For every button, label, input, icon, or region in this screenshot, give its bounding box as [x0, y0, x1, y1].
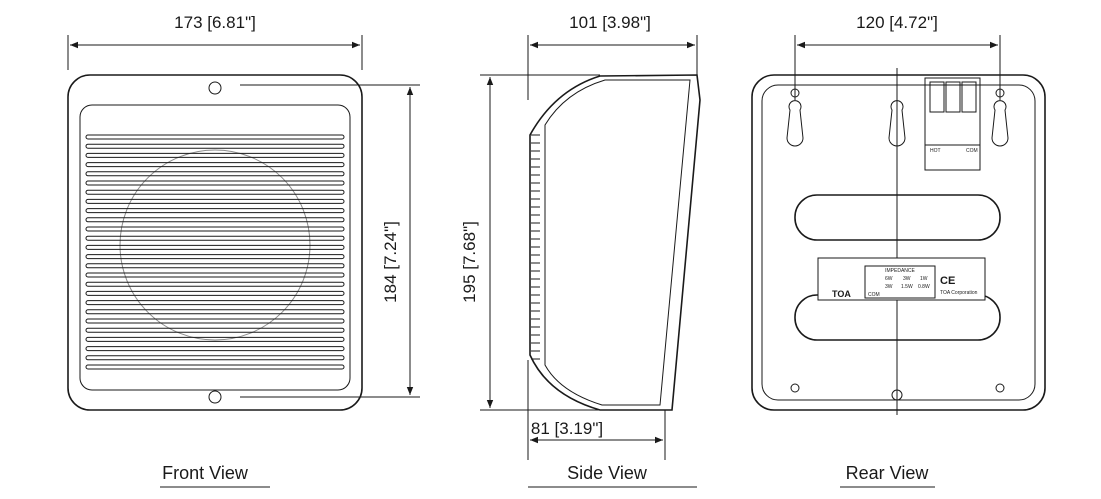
grille-slat: [85, 171, 345, 177]
svg-text:0.8W: 0.8W: [918, 284, 930, 290]
grille-slat: [85, 226, 345, 232]
side-height-dimension: 195 [7.68"]: [460, 221, 479, 303]
side-view-label: Side View: [567, 463, 648, 483]
svg-text:TOA Corporation: TOA Corporation: [940, 290, 978, 296]
grille-slat: [85, 134, 345, 140]
svg-text:1.5W: 1.5W: [901, 284, 913, 290]
grille-slat: [85, 364, 345, 370]
grille-slat: [85, 300, 345, 306]
grille-slat: [85, 281, 345, 287]
grille-slat: [85, 272, 345, 278]
svg-text:1W: 1W: [920, 276, 928, 282]
grille-slat: [85, 346, 345, 352]
side-bottom-depth-dimension: 81 [3.19"]: [531, 419, 603, 438]
mount-hole-bottom: [208, 390, 222, 404]
grille-slat: [85, 143, 345, 149]
grille-slat: [85, 162, 345, 168]
grille-slat: [85, 208, 345, 214]
side-vents: [531, 134, 540, 360]
front-width-dimension: 173 [6.81"]: [174, 13, 256, 32]
grille-slat: [85, 318, 345, 324]
front-view: 173 [6.81"] 184 [7.24"] Front View: [67, 13, 420, 488]
side-housing: [529, 74, 701, 411]
side-view: 101 [3.98"] 195 [7.68"] 81 [3.19"] Side …: [460, 13, 701, 488]
terminal-block: HOT COM: [924, 77, 981, 171]
front-housing: [67, 74, 363, 411]
keyholes: [786, 88, 1009, 401]
rear-slot-upper: [794, 194, 1001, 241]
front-grille: [79, 104, 351, 391]
grille-slat: [85, 152, 345, 158]
nameplate: IMPEDANCE 6W 3W 1W 3W 1.5W 0.8W COM TOA …: [817, 257, 986, 301]
grille-slat: [85, 309, 345, 315]
terminal-hot-label: HOT: [930, 148, 941, 154]
grille-slat: [85, 180, 345, 186]
rear-view-label: Rear View: [846, 463, 930, 483]
svg-text:COM: COM: [868, 292, 880, 298]
svg-text:IMPEDANCE: IMPEDANCE: [885, 268, 915, 274]
speaker-cone-outline: [119, 149, 311, 341]
front-view-label: Front View: [162, 463, 249, 483]
ce-mark: CE: [940, 275, 955, 287]
grille-slat: [85, 336, 345, 342]
grille-slat: [85, 217, 345, 223]
svg-text:3W: 3W: [903, 276, 911, 282]
grille-slats: [85, 134, 345, 370]
grille-slat: [85, 189, 345, 195]
grille-slat: [85, 290, 345, 296]
toa-logo: TOA: [832, 289, 851, 299]
grille-slat: [85, 244, 345, 250]
grille-slat: [85, 235, 345, 241]
grille-slat: [85, 263, 345, 269]
terminal-com-label: COM: [966, 148, 978, 154]
grille-slat: [85, 355, 345, 361]
rear-housing: [751, 74, 1046, 411]
rear-view: 120 [4.72"] HOT COM IMPEDANCE 6W 3W 1: [751, 13, 1046, 488]
svg-text:6W: 6W: [885, 276, 893, 282]
grille-slat: [85, 254, 345, 260]
side-depth-dimension: 101 [3.98"]: [569, 13, 651, 32]
front-height-dimension: 184 [7.24"]: [381, 221, 400, 303]
grille-slat: [85, 327, 345, 333]
rear-hole-spacing-dimension: 120 [4.72"]: [856, 13, 938, 32]
grille-slat: [85, 198, 345, 204]
svg-text:3W: 3W: [885, 284, 893, 290]
mount-hole-top: [208, 81, 222, 95]
